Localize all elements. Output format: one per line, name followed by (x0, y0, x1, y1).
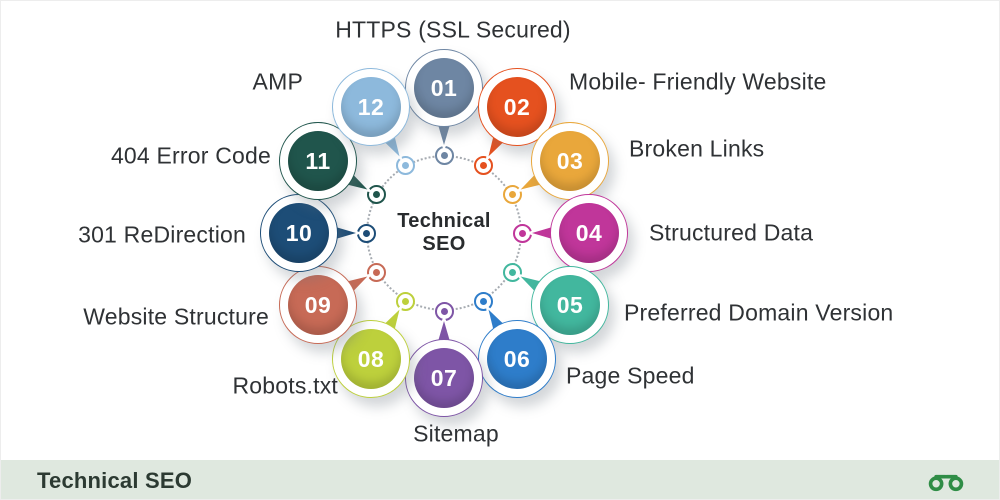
bubble-circle: 09 (279, 266, 357, 344)
bubble-number: 11 (305, 147, 331, 174)
item-label-05: Preferred Domain Version (624, 299, 894, 326)
ring-dot-08 (395, 291, 415, 311)
item-label-11: 404 Error Code (110, 142, 271, 169)
center-title-line1: Technical (397, 210, 491, 232)
bubble-circle: 03 (531, 122, 609, 200)
bubble-number: 01 (430, 74, 458, 101)
footer-title: Technical SEO (37, 467, 193, 493)
ring-dot-03 (502, 184, 522, 204)
bubble-number: 09 (304, 291, 332, 318)
topic-bubble-05: 05 (495, 230, 645, 380)
bubble-number: 05 (556, 291, 584, 318)
bubble-number: 10 (285, 219, 313, 246)
item-label-06: Page Speed (566, 362, 695, 389)
item-label-10: 301 ReDirection (78, 221, 246, 248)
item-label-07: Sitemap (413, 420, 499, 447)
bubble-number: 02 (503, 93, 531, 120)
ring-dot-02 (473, 155, 493, 175)
item-label-02: Mobile- Friendly Website (569, 68, 827, 95)
ring-dot-05 (502, 262, 522, 282)
bubble-circle: 04 (550, 194, 628, 272)
ring-dot-11 (366, 184, 386, 204)
item-label-04: Structured Data (649, 219, 814, 246)
center-title: Technical SEO (397, 210, 490, 256)
topic-bubble-12: 12 (296, 32, 446, 182)
ring-dot-06 (473, 291, 493, 311)
item-label-08: Robots.txt (232, 372, 338, 399)
bubble-number: 08 (357, 345, 385, 372)
bubble-circle: 05 (531, 266, 609, 344)
topic-bubble-04: 04 (514, 158, 664, 308)
bubble-number: 06 (503, 345, 531, 372)
bubble-circle: 07 (405, 339, 483, 417)
bubble-circle: 01 (405, 49, 483, 127)
bubble-circle: 12 (332, 68, 410, 146)
topic-bubble-07: 07 (369, 303, 519, 453)
ring-dot-12 (395, 155, 415, 175)
ring-dot-09 (366, 262, 386, 282)
bubble-number: 03 (556, 147, 584, 174)
item-label-12: AMP (252, 68, 303, 95)
ring-dot-10 (356, 223, 376, 243)
bubble-number: 07 (430, 364, 458, 391)
footer-bar: Technical SEO (1, 460, 999, 499)
topic-bubble-01: 01 (369, 13, 519, 163)
center-title-line2: SEO (422, 233, 466, 255)
geeksforgeeks-logo (927, 469, 965, 493)
bubble-number: 04 (575, 219, 603, 246)
bubble-number: 12 (357, 93, 385, 120)
item-label-01: HTTPS (SSL Secured) (335, 16, 571, 43)
item-label-09: Website Structure (83, 303, 269, 330)
topic-bubble-09: 09 (243, 230, 393, 380)
topic-bubble-03: 03 (495, 86, 645, 236)
item-label-03: Broken Links (629, 135, 765, 162)
